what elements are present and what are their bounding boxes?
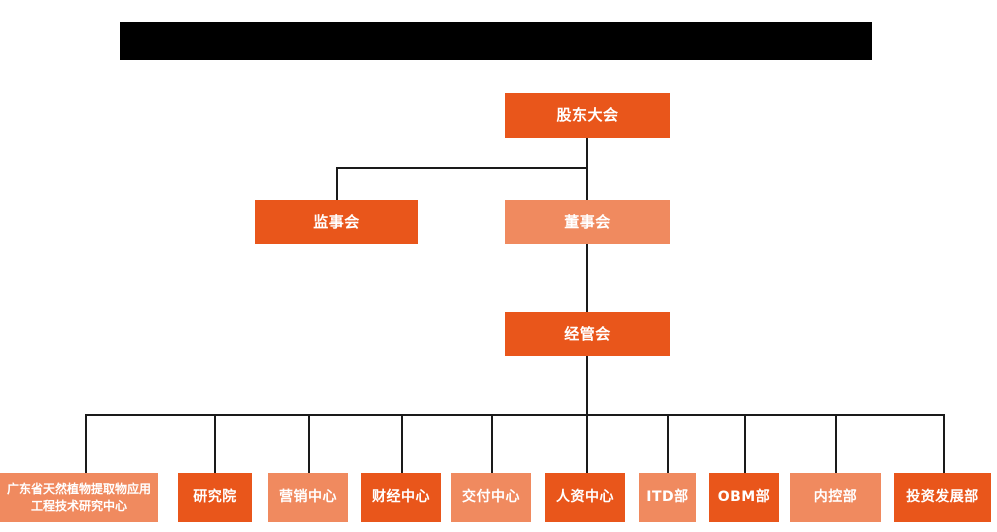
node-obm-department[interactable]: OBM部 <box>709 473 779 522</box>
node-board-of-directors[interactable]: 董事会 <box>505 200 670 244</box>
connector-leaf-drop-10 <box>943 414 945 473</box>
node-shareholders-meeting[interactable]: 股东大会 <box>505 93 670 138</box>
connector-leaf-drop-3 <box>308 414 310 473</box>
connector-leaf-drop-4 <box>401 414 403 473</box>
connector-directors-drop <box>586 167 588 200</box>
node-guangdong-research-center[interactable]: 广东省天然植物提取物应用工程技术研究中心 <box>0 473 158 522</box>
connector-leaf-drop-1 <box>85 414 87 473</box>
connector-leaf-drop-2 <box>214 414 216 473</box>
connector-supervisors-drop <box>336 167 338 200</box>
node-board-of-supervisors[interactable]: 监事会 <box>255 200 418 244</box>
node-marketing-center[interactable]: 营销中心 <box>268 473 348 522</box>
node-hr-center[interactable]: 人资中心 <box>545 473 625 522</box>
node-investment-development-department[interactable]: 投资发展部 <box>894 473 991 522</box>
node-itd-department[interactable]: ITD部 <box>639 473 696 522</box>
node-research-institute[interactable]: 研究院 <box>178 473 252 522</box>
connector-tier1-bus <box>336 167 588 169</box>
node-internal-control-department[interactable]: 内控部 <box>790 473 881 522</box>
node-management-committee[interactable]: 经管会 <box>505 312 670 356</box>
redacted-title-bar <box>120 22 872 60</box>
connector-leaf-drop-9 <box>835 414 837 473</box>
node-delivery-center[interactable]: 交付中心 <box>451 473 531 522</box>
connector-leaf-drop-8 <box>744 414 746 473</box>
connector-tier1-stem <box>586 138 588 168</box>
connector-bottom-bus <box>85 414 945 416</box>
connector-leaf-drop-5 <box>491 414 493 473</box>
connector-management-stem <box>586 356 588 415</box>
node-finance-center[interactable]: 财经中心 <box>361 473 441 522</box>
connector-directors-to-management <box>586 244 588 312</box>
connector-leaf-drop-6 <box>586 414 588 473</box>
connector-leaf-drop-7 <box>667 414 669 473</box>
